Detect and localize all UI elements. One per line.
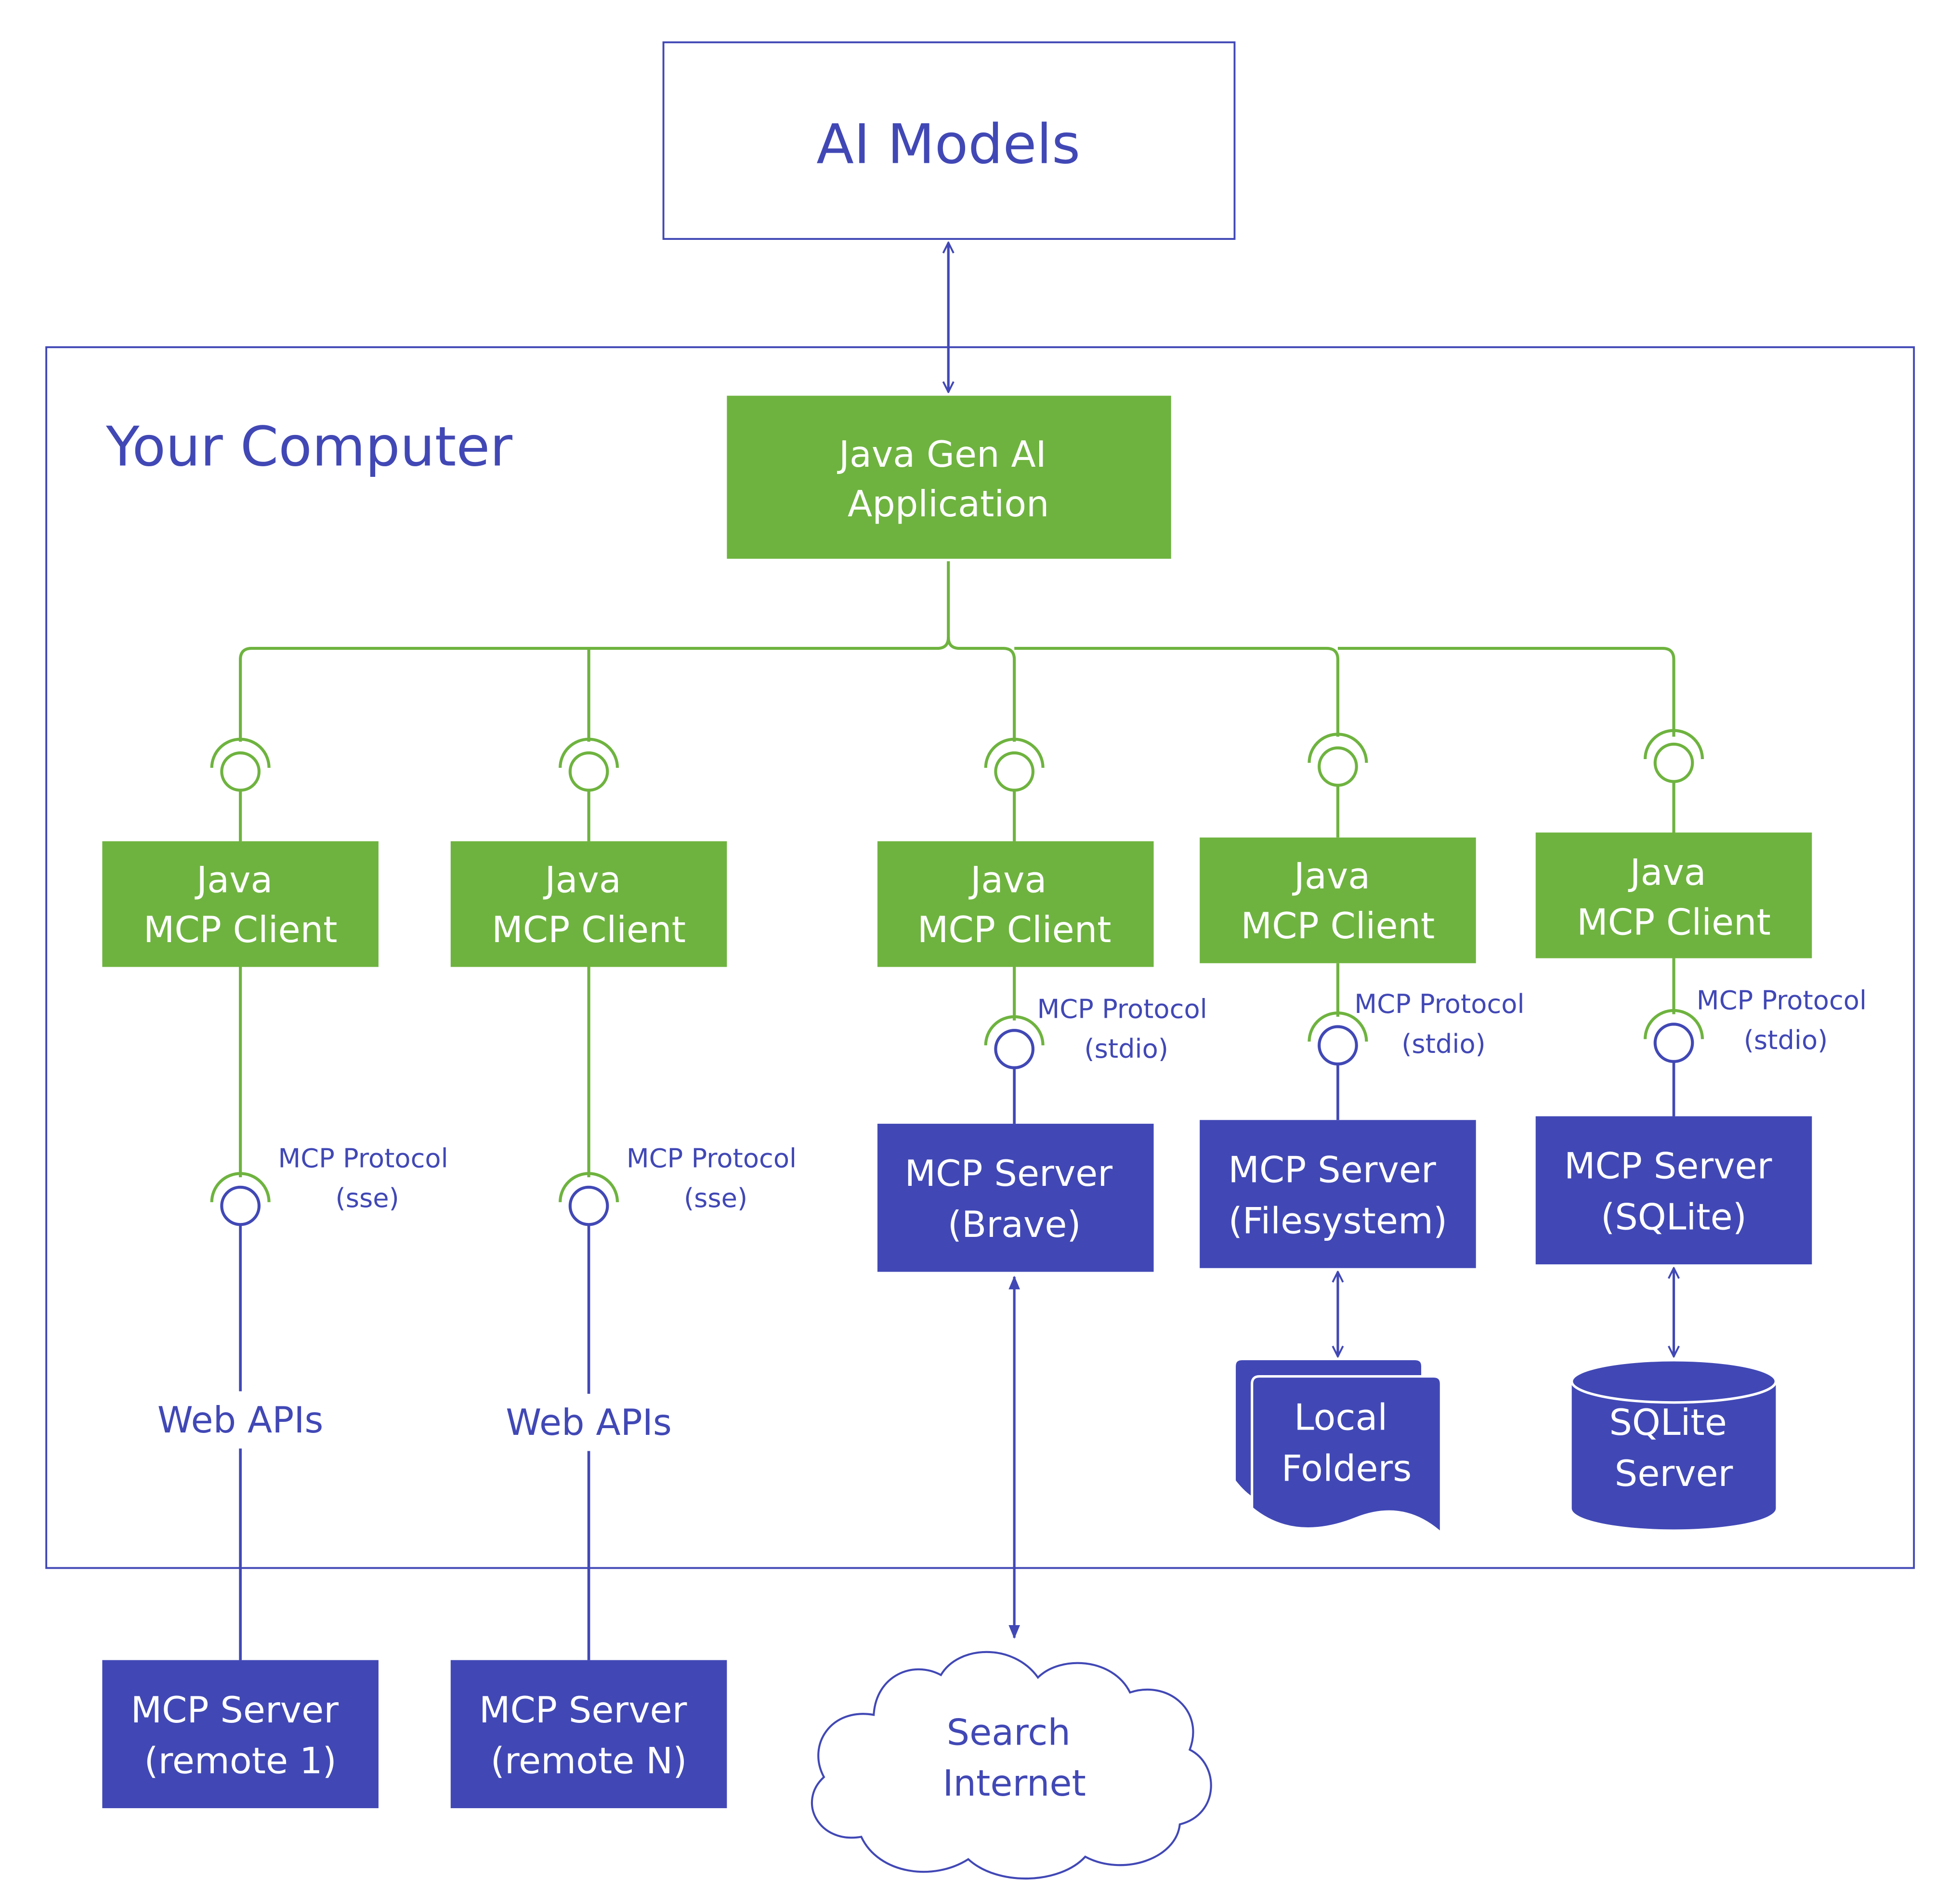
server-box bbox=[1535, 1116, 1812, 1264]
client-1: Java MCP Client bbox=[102, 841, 379, 967]
client-protocol-lines bbox=[239, 958, 1675, 1178]
server-label: MCP Server (Filesystem) bbox=[1228, 1148, 1447, 1242]
protocol-label-5: MCP Protocol (stdio) bbox=[1697, 985, 1875, 1055]
gen-ai-application-label: Java Gen AI Application bbox=[837, 433, 1058, 525]
server-remote-n: MCP Server (remote N) bbox=[450, 1660, 727, 1809]
sqlite-database-icon: SQLite Server bbox=[1570, 1359, 1777, 1530]
stdio-connection-lines bbox=[1013, 1061, 1675, 1124]
server-box bbox=[450, 1660, 727, 1809]
server-remote-1: MCP Server (remote 1) bbox=[102, 1660, 379, 1809]
sqlite-database-label: SQLite Server bbox=[1609, 1401, 1738, 1495]
server-filesystem: MCP Server (Filesystem) bbox=[1200, 1120, 1476, 1268]
client-box bbox=[1535, 832, 1812, 959]
client-5: Java MCP Client bbox=[1535, 832, 1812, 959]
client-interface-sockets bbox=[210, 729, 1704, 841]
your-computer-label: Your Computer bbox=[105, 414, 512, 478]
client-4: Java MCP Client bbox=[1200, 837, 1476, 963]
server-label: MCP Server (SQLite) bbox=[1564, 1145, 1783, 1238]
client-label: Java MCP Client bbox=[492, 858, 686, 950]
client-box bbox=[102, 841, 379, 967]
web-apis-label-2: Web APIs bbox=[506, 1401, 672, 1444]
client-label: Java MCP Client bbox=[1241, 855, 1435, 947]
sse-connection-lines bbox=[239, 1224, 590, 1660]
server-box bbox=[1200, 1120, 1476, 1268]
client-label: Java MCP Client bbox=[1577, 851, 1771, 943]
ai-models-box bbox=[662, 41, 1236, 240]
app-client-connectors bbox=[239, 561, 1675, 742]
server-box bbox=[877, 1124, 1154, 1272]
local-folders-icon: Local Folders bbox=[1233, 1357, 1442, 1536]
protocol-label-4: MCP Protocol (stdio) bbox=[1354, 989, 1533, 1059]
client-box bbox=[1200, 837, 1476, 963]
client-label: Java MCP Client bbox=[917, 858, 1112, 950]
client-label: Java MCP Client bbox=[144, 858, 338, 950]
protocol-label-1: MCP Protocol (sse) bbox=[278, 1143, 457, 1213]
gen-ai-application-box bbox=[727, 395, 1171, 559]
protocol-label-2: MCP Protocol (sse) bbox=[627, 1143, 805, 1213]
your-computer-boundary bbox=[45, 346, 1915, 1569]
local-folders-label: Local Folders bbox=[1282, 1396, 1412, 1490]
search-internet-label: Search Internet bbox=[942, 1711, 1086, 1804]
server-label: MCP Server (remote N) bbox=[479, 1689, 698, 1782]
search-internet-cloud: Search Internet bbox=[811, 1651, 1212, 1880]
server-brave: MCP Server (Brave) bbox=[877, 1124, 1154, 1272]
client-box bbox=[877, 841, 1154, 967]
client-2: Java MCP Client bbox=[450, 841, 727, 967]
server-sqlite: MCP Server (SQLite) bbox=[1535, 1116, 1812, 1264]
client-box bbox=[450, 841, 727, 967]
client-3: Java MCP Client bbox=[877, 841, 1154, 967]
web-apis-label-1: Web APIs bbox=[157, 1399, 324, 1441]
server-box bbox=[102, 1660, 379, 1809]
ai-models-label: AI Models bbox=[816, 112, 1080, 176]
server-label: MCP Server (remote 1) bbox=[131, 1689, 350, 1782]
protocol-label-3: MCP Protocol (stdio) bbox=[1037, 994, 1216, 1064]
server-label: MCP Server (Brave) bbox=[904, 1152, 1124, 1246]
